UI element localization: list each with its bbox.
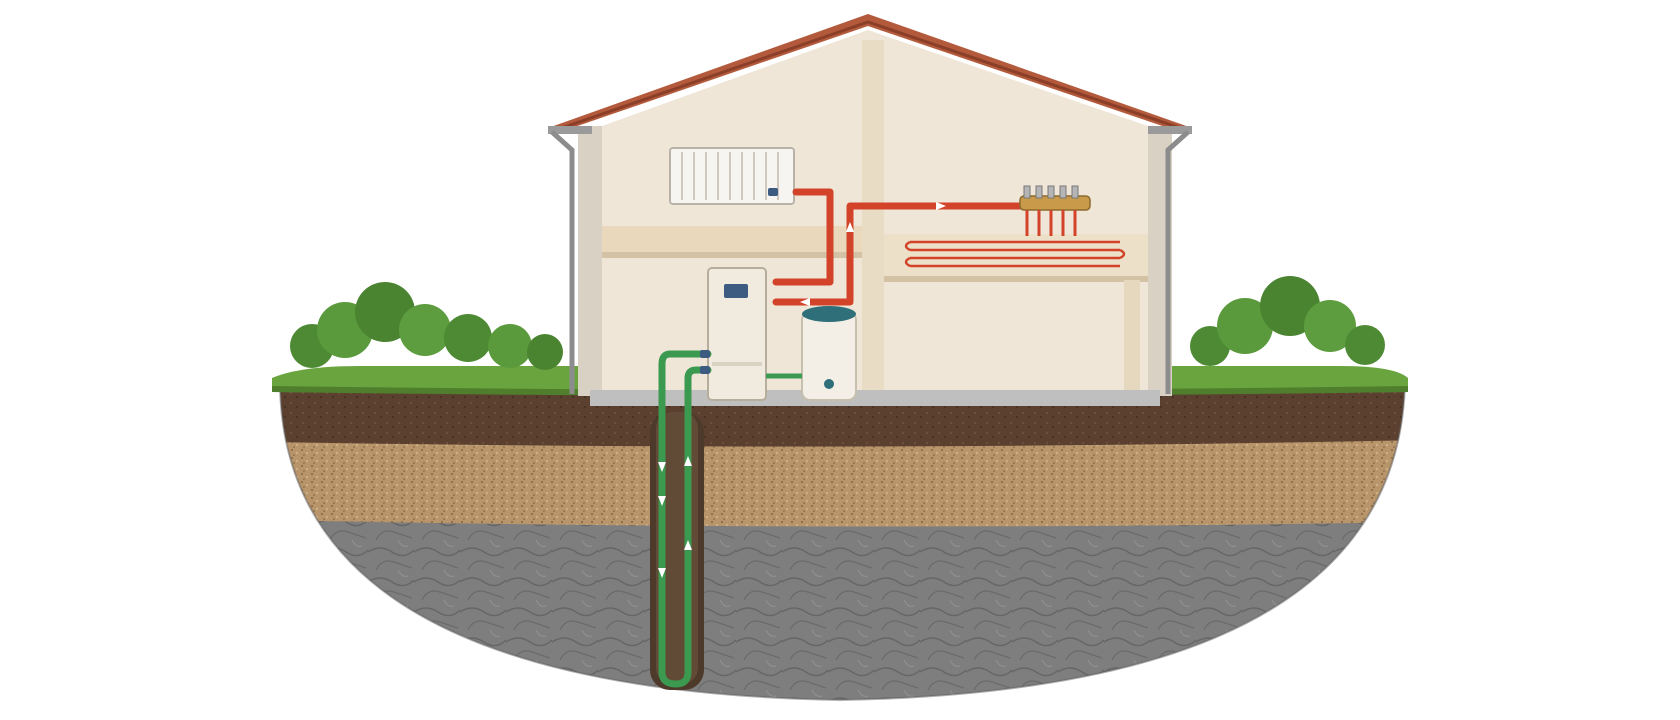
flow-arrows-ground xyxy=(658,456,692,578)
manifold-supply-pipe xyxy=(846,202,1024,304)
ground-cross-section xyxy=(279,379,1406,702)
downpipe-icon xyxy=(550,130,1190,394)
radiator-supply-pipe xyxy=(772,188,834,286)
radiator-icon xyxy=(669,147,795,205)
manifold-icon xyxy=(1019,185,1091,236)
roof-icon xyxy=(548,14,1192,134)
flow-arrows-heating xyxy=(800,202,946,306)
heating-pipes xyxy=(772,188,1024,306)
heat-pump-icon xyxy=(707,267,767,401)
borehole-icon xyxy=(650,412,704,690)
pipe-fittings xyxy=(700,188,778,374)
sand-gravel-layer xyxy=(280,434,1405,527)
floor-loop-icon xyxy=(904,240,1126,268)
bush-icon xyxy=(1190,276,1385,366)
ground-loop-pipes xyxy=(658,350,712,688)
tank-icon xyxy=(801,306,857,401)
bush-icon xyxy=(290,282,563,370)
upper-floor-left xyxy=(602,226,862,254)
